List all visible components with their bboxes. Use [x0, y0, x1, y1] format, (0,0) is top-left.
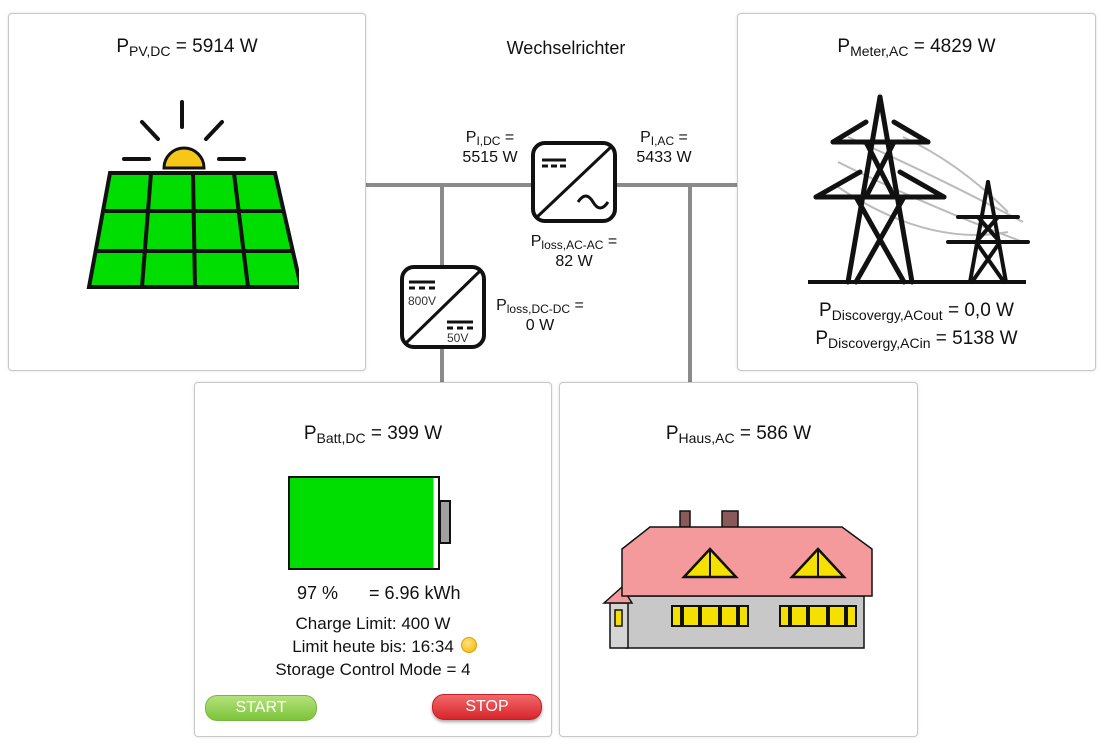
inverter-icon: [531, 141, 617, 223]
house-power-label: PHaus,AC = 586 W: [665, 423, 812, 446]
battery-power-label: PBatt,DC = 399 W: [303, 423, 443, 446]
inverter-dc-power-label: PI,DC = 5515 W: [462, 129, 518, 167]
discovergy-acin-label: PDiscovergy,ACin = 5138 W: [815, 328, 1018, 351]
storage-mode-text: Storage Control Mode = 4: [275, 660, 471, 679]
dc-low-voltage-label: 50V: [447, 331, 468, 345]
inverter-ac-power-label: PI,AC = 5433 W: [636, 129, 692, 167]
dc-dc-converter-icon: 800V 50V: [400, 265, 486, 349]
power-tower-icon: [808, 94, 1030, 285]
meter-power-label: PMeter,AC = 4829 W: [837, 36, 996, 59]
battery-soc-percent: 97 %: [297, 583, 339, 603]
pv-power-label: PPV,DC = 5914 W: [116, 36, 258, 59]
battery-panel: PBatt,DC = 399 W 97 % = 6.96 kWh Charge …: [194, 382, 552, 737]
inverter-title: Wechselrichter: [506, 38, 626, 58]
charge-limit-text: Charge Limit: 400 W: [295, 614, 451, 633]
bus-line-left: [364, 183, 532, 187]
battery-level-fill: [290, 478, 434, 568]
house-icon: [602, 510, 873, 649]
stop-button[interactable]: STOP: [432, 694, 542, 720]
battery-energy: = 6.96 kWh: [369, 583, 461, 603]
house-drop-line: [688, 185, 692, 385]
battery-icon: [288, 476, 451, 570]
house-panel: PHaus,AC = 586 W: [559, 382, 918, 737]
dc-high-voltage-label: 800V: [408, 294, 436, 308]
limit-until-text: Limit heute bis: 16:34: [292, 637, 454, 656]
pv-panel: PPV,DC = 5914 W: [8, 13, 366, 371]
bus-line-right: [616, 183, 738, 187]
status-indicator-icon: [461, 637, 477, 653]
discovergy-acout-label: PDiscovergy,ACout = 0,0 W: [819, 300, 1014, 323]
start-button[interactable]: START: [205, 695, 317, 721]
meter-panel: PMeter,AC = 4829 W: [737, 13, 1096, 371]
dcdc-loss-label: Ploss,DC-DC = 0 W: [496, 297, 584, 335]
solar-panel-icon: [86, 100, 299, 289]
inverter-ac-loss-label: Ploss,AC-AC = 82 W: [530, 233, 618, 271]
